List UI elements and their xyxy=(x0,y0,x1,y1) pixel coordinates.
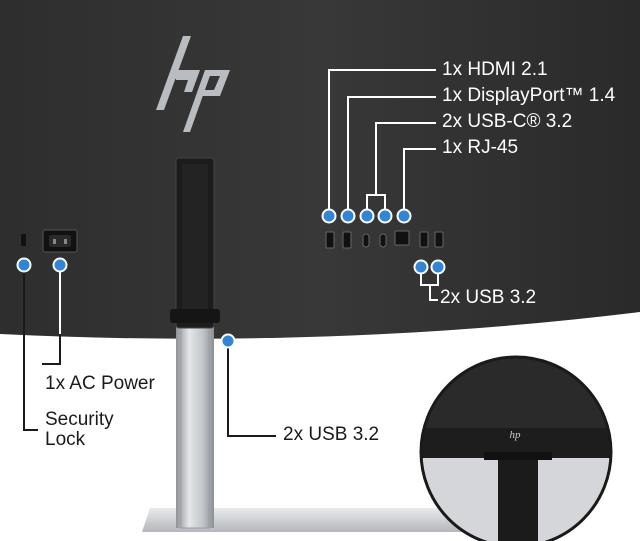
callout-lines-top xyxy=(59,69,439,334)
label-lock: Lock xyxy=(45,429,86,450)
label-usb-back: 2x USB 3.2 xyxy=(440,287,537,308)
usb-c-port-icon xyxy=(379,233,387,248)
label-displayport: 1x DisplayPort™ 1.4 xyxy=(442,85,616,106)
usb-c-port-icon xyxy=(362,233,370,248)
label-rj45: 1x RJ-45 xyxy=(442,137,519,158)
hp-logo-icon xyxy=(156,36,230,132)
cable-clip xyxy=(170,309,220,323)
displayport-port-icon xyxy=(342,231,352,249)
hdmi-port-icon xyxy=(325,231,335,249)
label-usb-stand: 2x USB 3.2 xyxy=(283,424,380,445)
svg-text:hp: hp xyxy=(510,429,522,441)
stand-column xyxy=(176,322,214,528)
label-ac-power: 1x AC Power xyxy=(45,373,155,394)
label-hdmi: 1x HDMI 2.1 xyxy=(442,59,548,80)
zoom-circle-border xyxy=(419,355,613,541)
callout-lines-bottom xyxy=(23,266,276,437)
label-security: Security xyxy=(45,409,114,430)
label-usb-c: 2x USB-C® 3.2 xyxy=(442,111,573,132)
monitor-back xyxy=(0,0,640,339)
zoom-detail: hp xyxy=(421,357,611,541)
rj45-port-icon xyxy=(394,230,410,246)
usb-a-port-icon xyxy=(419,231,429,248)
security-slot-icon xyxy=(21,234,26,246)
usb-a-port-icon xyxy=(434,231,444,248)
ac-socket-icon xyxy=(42,229,78,253)
callout-dots xyxy=(16,208,446,349)
stand-base xyxy=(142,508,470,532)
